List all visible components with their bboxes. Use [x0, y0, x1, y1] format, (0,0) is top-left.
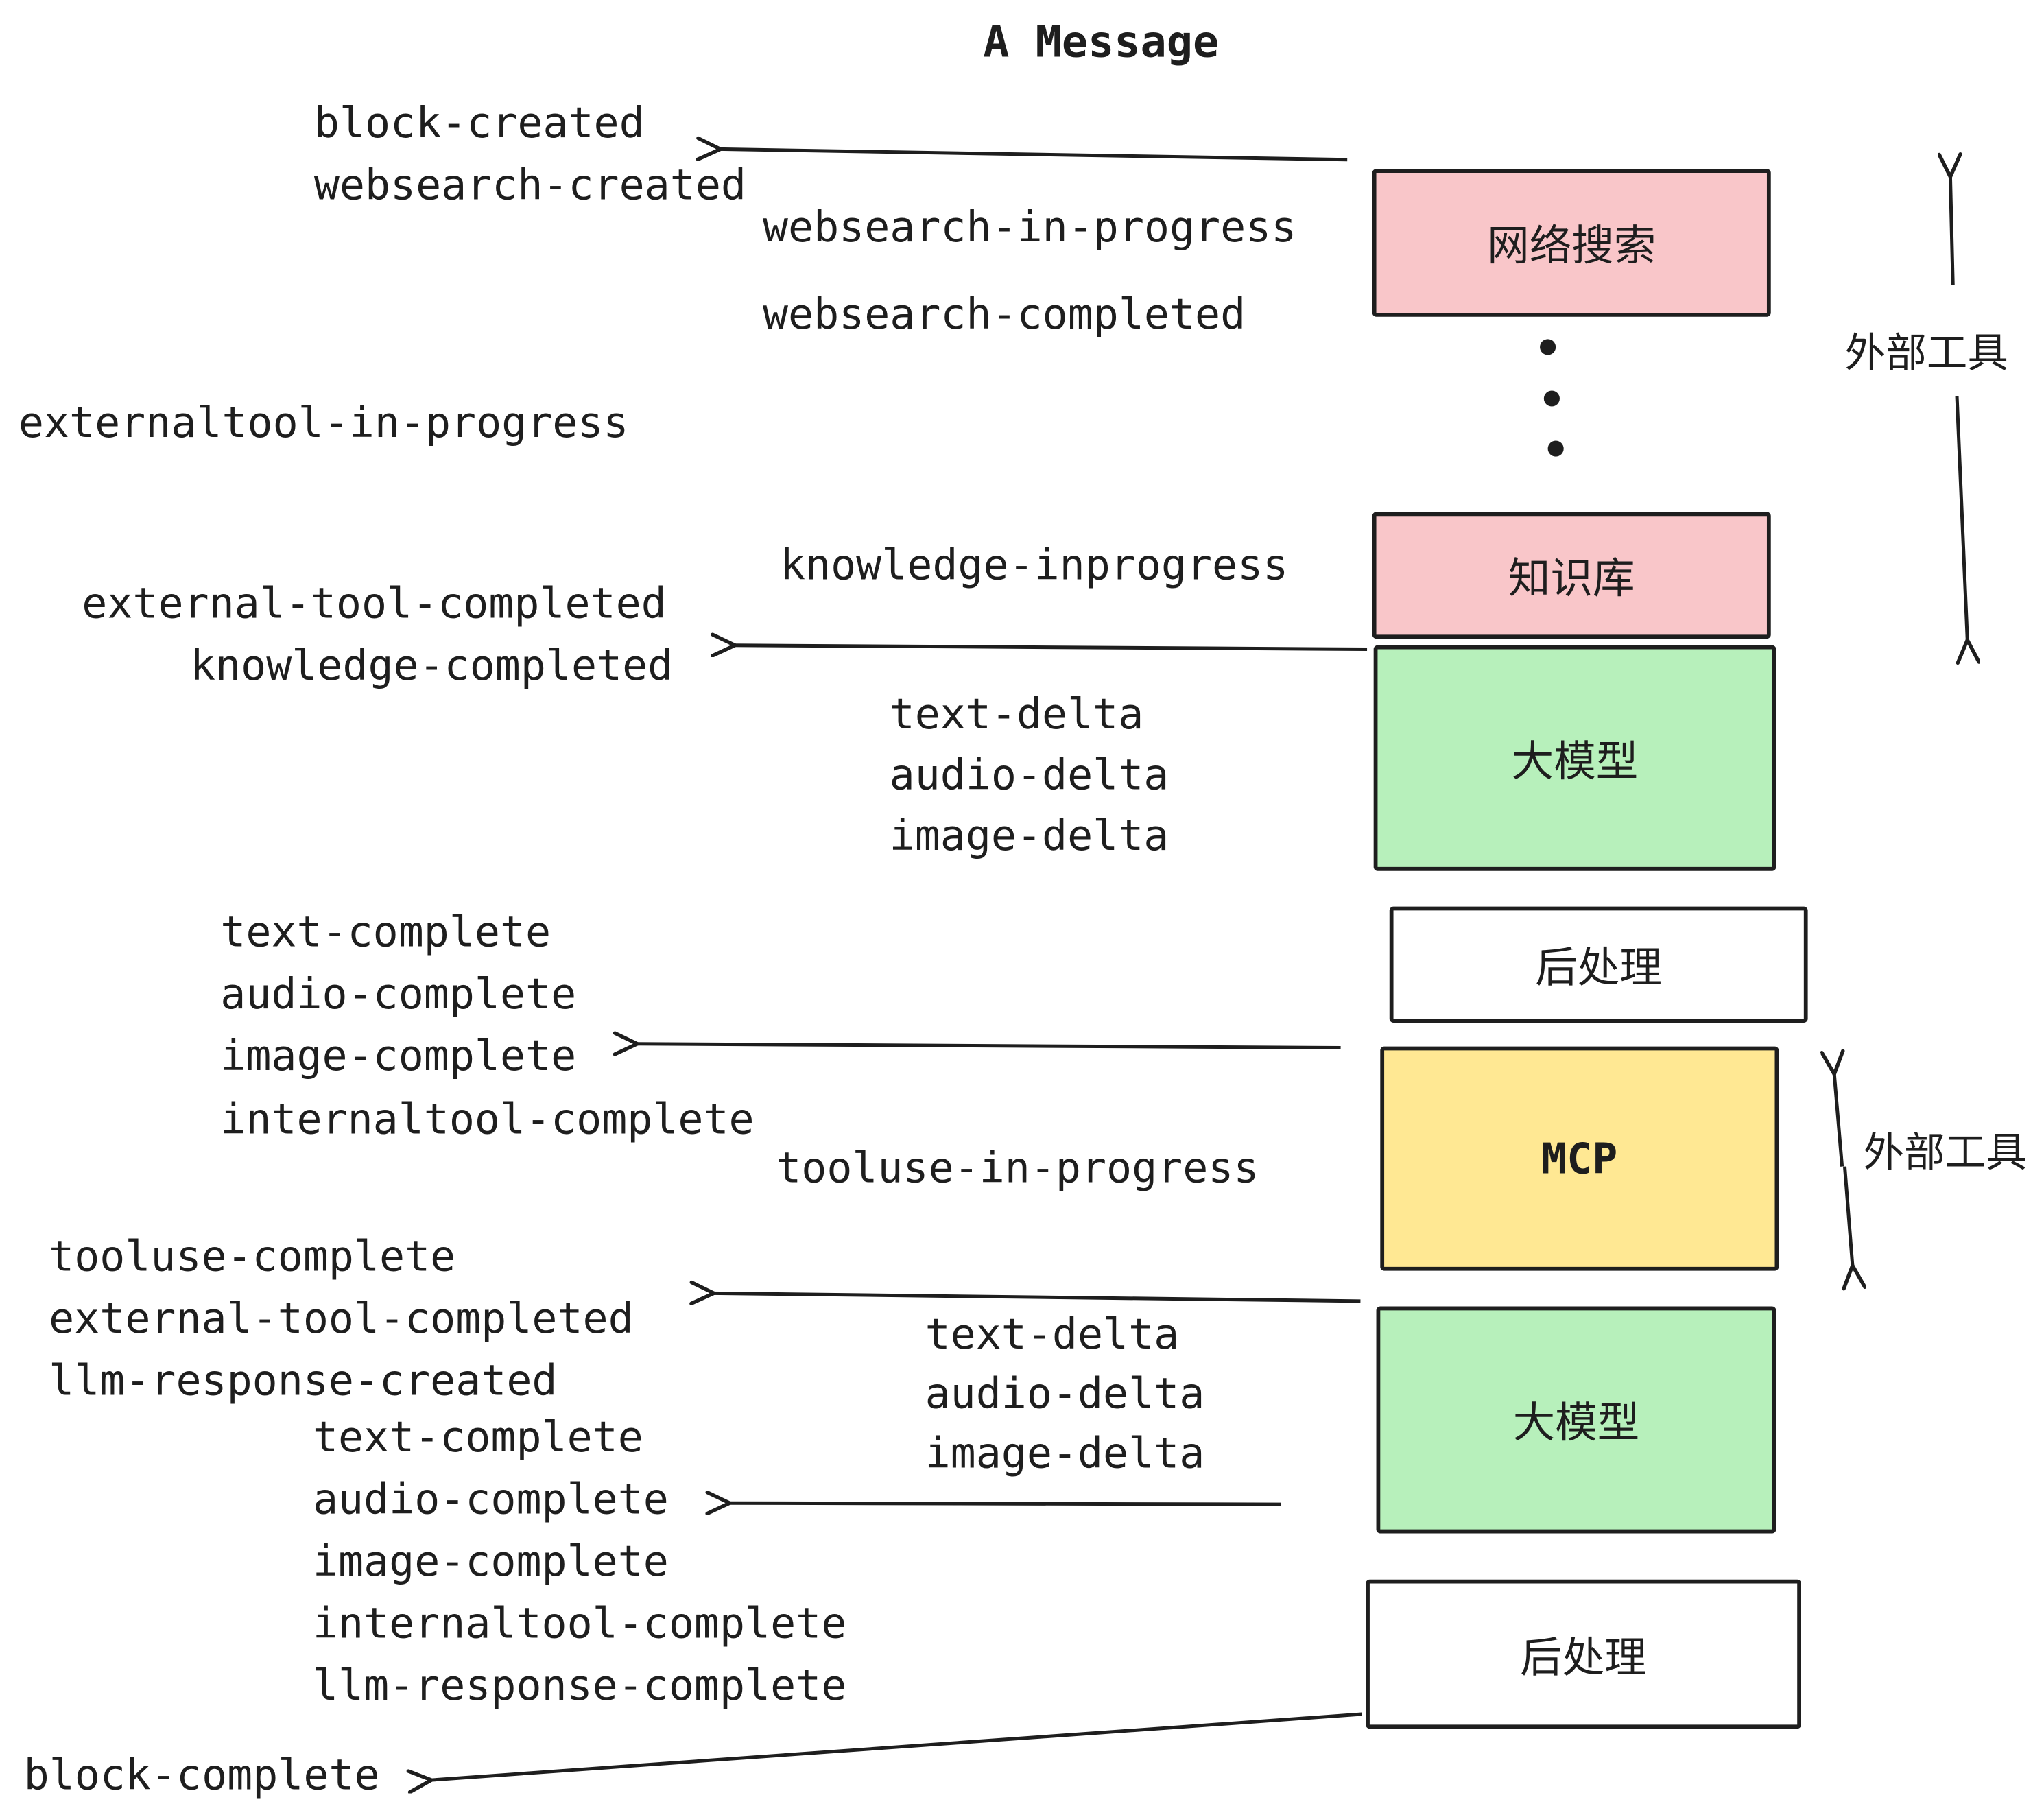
event-image-complete-1: image-complete [220, 1030, 577, 1081]
event-websearch-created: websearch-created [313, 159, 746, 210]
event-llm-response-complete: llm-response-complete [312, 1660, 847, 1711]
box-postprocess-2: 后处理 [1366, 1579, 1801, 1729]
event-image-delta-1: image-delta [889, 810, 1169, 861]
event-text-complete-2: text-complete [312, 1412, 643, 1462]
event-externaltool-in-progress: externaltool-in-progress [18, 397, 629, 448]
event-internaltool-complete-2: internaltool-complete [312, 1598, 847, 1648]
event-image-delta-2: image-delta [925, 1427, 1205, 1478]
box-postprocess-2-label: 后处理 [1520, 1631, 1647, 1682]
event-tooluse-in-progress: tooluse-in-progress [776, 1143, 1259, 1194]
event-block-created: block-created [313, 97, 645, 148]
arrow-tooluse-complete [713, 1293, 1361, 1301]
event-audio-complete-2: audio-complete [312, 1473, 669, 1524]
event-audio-delta-1: audio-delta [889, 749, 1169, 800]
event-image-complete-2: image-complete [312, 1536, 669, 1587]
event-llm-response-created: llm-response-created [49, 1355, 558, 1405]
box-llm-1: 大模型 [1373, 645, 1776, 871]
box-postprocess-1: 后处理 [1389, 906, 1808, 1023]
event-block-complete: block-complete [23, 1749, 380, 1801]
arrow-audio-complete [728, 1503, 1282, 1504]
box-llm-1-label: 大模型 [1511, 735, 1639, 786]
event-text-delta-1: text-delta [889, 689, 1144, 739]
arrow-external-tools-top-down [1955, 396, 1967, 641]
box-llm-2-label: 大模型 [1512, 1397, 1640, 1448]
event-text-delta-2: text-delta [925, 1309, 1180, 1360]
box-websearch: 网络搜索 [1372, 169, 1771, 317]
arrow-external-tools-mid-down [1844, 1166, 1853, 1267]
box-knowledge: 知识库 [1372, 512, 1771, 639]
event-external-tool-completed-2: external-tool-completed [49, 1293, 634, 1344]
box-websearch-label: 网络搜索 [1487, 220, 1656, 271]
box-knowledge-label: 知识库 [1508, 553, 1635, 604]
external-tools-label-top: 外部工具 [1844, 329, 2009, 378]
box-llm-2: 大模型 [1376, 1306, 1776, 1534]
box-mcp-label: MCP [1541, 1133, 1618, 1184]
event-tooluse-complete: tooluse-complete [49, 1231, 456, 1282]
event-websearch-in-progress: websearch-in-progress [762, 202, 1297, 252]
arrow-websearch-created [719, 149, 1348, 162]
event-external-tool-completed-1: external-tool-completed [82, 578, 667, 628]
arrow-external-tools-mid-up [1834, 1073, 1842, 1167]
ellipsis-dots [1540, 339, 1564, 457]
event-audio-delta-2: audio-delta [925, 1368, 1205, 1419]
arrow-knowledge-completed [734, 645, 1368, 650]
box-postprocess-1-label: 后处理 [1535, 942, 1663, 993]
arrow-image-complete [636, 1044, 1341, 1048]
event-internaltool-complete-1: internaltool-complete [220, 1093, 754, 1144]
event-knowledge-inprogress: knowledge-inprogress [779, 539, 1289, 590]
arrow-external-tools-top-up [1950, 176, 1953, 285]
external-tools-label-mid: 外部工具 [1863, 1129, 2027, 1178]
event-text-complete-1: text-complete [220, 906, 551, 957]
diagram-title: A Message [983, 16, 1220, 68]
arrow-block-complete [430, 1712, 1362, 1780]
box-mcp: MCP [1380, 1046, 1779, 1271]
event-knowledge-completed: knowledge-completed [190, 640, 674, 691]
event-audio-complete-1: audio-complete [220, 969, 577, 1019]
event-websearch-completed: websearch-completed [762, 289, 1246, 340]
